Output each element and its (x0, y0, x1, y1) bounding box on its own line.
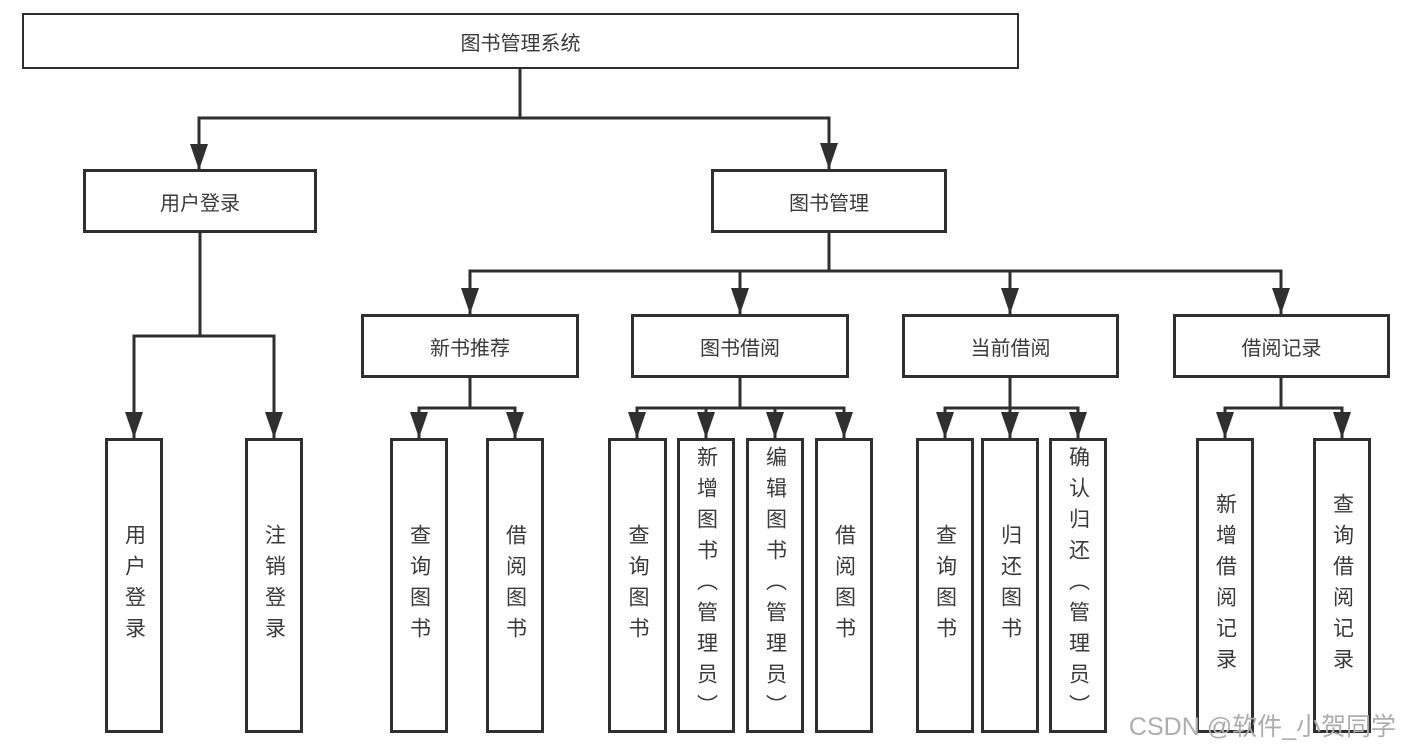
node-library-management-system: 图书管理系统 (22, 13, 1019, 69)
leaf-edit-books-admin: 编辑图书（管理员） (746, 438, 804, 733)
leaf-query-books-recommend: 查询图书 (390, 438, 448, 733)
node-book-borrowing: 图书借阅 (631, 314, 849, 378)
node-current-borrowing: 当前借阅 (902, 314, 1119, 378)
leaf-user-login: 用户登录 (105, 438, 163, 733)
leaf-return-books: 归还图书 (981, 438, 1039, 733)
leaf-query-borrow-record: 查询借阅记录 (1313, 438, 1371, 733)
node-book-management: 图书管理 (711, 169, 947, 233)
leaf-add-borrow-record: 新增借阅记录 (1196, 438, 1254, 733)
leaf-add-books-admin: 新增图书（管理员） (677, 438, 735, 733)
node-borrowing-records: 借阅记录 (1173, 314, 1390, 378)
node-new-book-recommendation: 新书推荐 (361, 314, 579, 378)
leaf-borrow-books-recommend: 借阅图书 (486, 438, 544, 733)
leaf-logout-login: 注销登录 (245, 438, 303, 733)
leaf-query-books-borrow: 查询图书 (608, 438, 667, 733)
leaf-confirm-return-admin: 确认归还（管理员） (1049, 438, 1107, 733)
node-user-login: 用户登录 (83, 169, 317, 233)
leaf-query-books-current: 查询图书 (916, 438, 974, 733)
watermark: CSDN @软件_小贺同学 (1128, 713, 1396, 741)
leaf-borrow-books: 借阅图书 (815, 438, 873, 733)
